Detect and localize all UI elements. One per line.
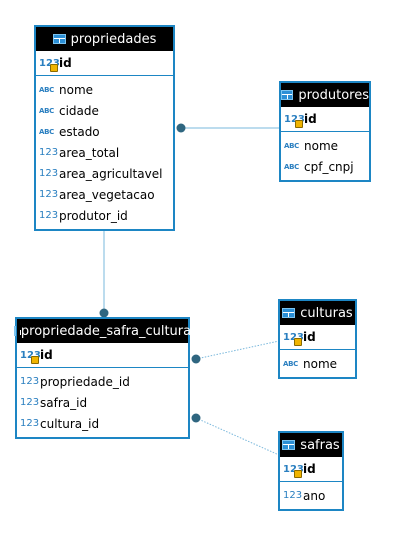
text-type-icon: ABC [39,127,54,136]
connector-endpoint-dot [99,308,109,318]
text-type-icon: ABC [39,106,54,115]
key-icon [295,119,303,128]
entity-title: propriedade_safra_cultura [20,323,192,339]
column-row[interactable]: ABC nome [36,79,173,100]
pk-row[interactable]: 123 id [280,457,342,482]
column-row[interactable]: ABC cpf_cnpj [281,156,369,177]
column-name: cultura_id [40,416,100,431]
column-name: propriedade_id [40,374,130,389]
text-type-icon: ABC [284,162,299,171]
text-type-icon: ABC [284,141,299,150]
column-name: ano [303,488,326,503]
entity-header[interactable]: safras [280,433,342,457]
numeric-key-icon: 123 [283,332,304,346]
numeric-type-icon: 123 [39,168,59,179]
entity-culturas[interactable]: culturas 123 id ABC nome [278,299,357,379]
column-name: estado [59,124,100,139]
text-type-icon: ABC [39,85,54,94]
entity-header[interactable]: culturas [280,301,355,325]
pk-row[interactable]: 123 id [280,325,355,350]
numeric-type-icon: 123 [20,376,40,387]
column-name: nome [303,356,338,371]
key-icon [31,355,39,364]
connector-endpoint-dot [191,354,201,364]
column-name: area_agricultavel [59,166,163,181]
column-name: area_vegetacao [59,187,155,202]
entity-header[interactable]: propriedade_safra_cultura [13,319,192,343]
numeric-key-icon: 123 [20,350,41,364]
table-icon [281,90,294,100]
column-name: nome [59,82,94,97]
table-icon [13,326,21,336]
numeric-key-icon: 123 [283,464,304,478]
table-icon [52,34,66,44]
entity-propriedades[interactable]: propriedades 123 id ABC nome ABC cidade AB… [34,25,175,231]
text-type-icon: ABC [283,359,298,368]
pk-row[interactable]: 123 id [36,51,173,76]
column-row[interactable]: ABC nome [280,353,355,374]
column-name: area_total [59,145,120,160]
numeric-type-icon: 123 [20,418,40,429]
column-name: cpf_cnpj [304,159,354,174]
numeric-type-icon: 123 [39,210,59,221]
column-name: produtor_id [59,208,128,223]
numeric-type-icon: 123 [20,397,40,408]
column-name: safra_id [40,395,88,410]
column-name: id [40,348,53,362]
entity-title: produtores [298,87,369,103]
entity-title: propriedades [70,31,157,47]
numeric-type-icon: 123 [283,490,303,501]
pk-row[interactable]: 123 id [17,343,188,368]
connector-endpoint-dot [191,413,201,423]
column-row[interactable]: ABC cidade [36,100,173,121]
key-icon [294,337,302,346]
connector-endpoint-dot [176,123,186,133]
column-name: nome [304,138,339,153]
numeric-type-icon: 123 [39,147,59,158]
key-icon [294,469,302,478]
entity-header[interactable]: produtores [281,83,369,107]
column-name: id [59,56,72,70]
column-row[interactable]: ABC nome [281,135,369,156]
entity-produtores[interactable]: produtores 123 id ABC nome ABC cpf_cnpj [279,81,371,182]
pk-row[interactable]: 123 id [281,107,369,132]
table-icon [282,440,296,450]
numeric-key-icon: 123 [284,114,305,128]
column-name: id [304,112,317,126]
numeric-type-icon: 123 [39,189,59,200]
entity-header[interactable]: propriedades [36,27,173,51]
numeric-key-icon: 123 [39,58,60,72]
entity-title: safras [300,437,340,453]
entity-title: culturas [300,305,353,321]
column-name: id [303,462,316,476]
table-icon [282,308,296,318]
column-row[interactable]: ABC estado [36,121,173,142]
key-icon [50,63,58,72]
connector-psc-culturas [195,340,280,360]
connector-psc-safras [195,417,280,456]
column-name: cidade [59,103,99,118]
column-name: id [303,330,316,344]
